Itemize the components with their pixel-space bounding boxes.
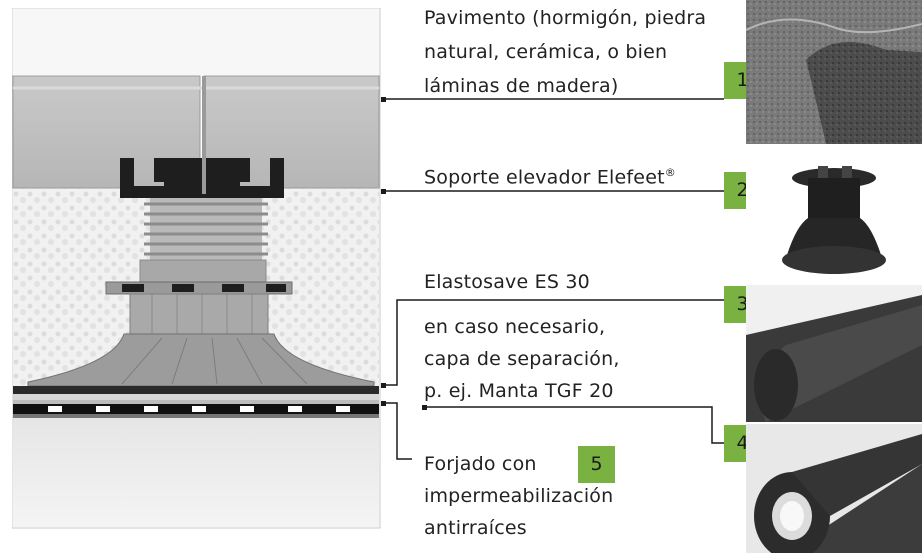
pedestal-thread: [144, 198, 268, 260]
label-slab: Forjado con impermeabilización antirraíc…: [424, 450, 613, 542]
label-pedestal: Soporte elevador Elefeet®: [424, 159, 676, 191]
cross-section-diagram: [12, 8, 381, 529]
label-slab-line-3: antirraíces: [424, 517, 527, 539]
label-separation-line-3: p. ej. Manta TGF 20: [424, 380, 614, 402]
manta-layer: [13, 400, 379, 404]
label-elastosave-text: Elastosave ES 30: [424, 271, 590, 293]
label-paving-line-3: láminas de madera): [424, 75, 619, 97]
label-paving-line-2: natural, cerámica, o bien: [424, 41, 668, 63]
registered-mark: ®: [664, 166, 676, 179]
elastosave-layer: [13, 386, 379, 394]
label-separation-line-1: en caso necesario,: [424, 316, 606, 338]
mat-roll-photo: [746, 424, 922, 553]
label-separation: en caso necesario, capa de separación, p…: [424, 313, 620, 405]
label-pedestal-text: Soporte elevador Elefeet: [424, 166, 665, 189]
membrane-roll-photo: [746, 285, 922, 422]
concrete-slab: [13, 418, 379, 527]
label-elastosave: Elastosave ES 30: [424, 268, 590, 296]
label-slab-line-2: impermeabilización: [424, 485, 614, 507]
elevator-pedestal-photo: [746, 148, 922, 282]
label-slab-line-1: Forjado con: [424, 453, 537, 475]
label-separation-line-2: capa de separación,: [424, 348, 620, 370]
badge-5: 5: [578, 446, 615, 483]
paving-stone-photo: [746, 0, 922, 144]
waterproofing-layer: [13, 404, 379, 418]
label-paving: Pavimento (hormigón, piedra natural, cer…: [424, 4, 706, 100]
label-paving-line-1: Pavimento (hormigón, piedra: [424, 7, 707, 29]
